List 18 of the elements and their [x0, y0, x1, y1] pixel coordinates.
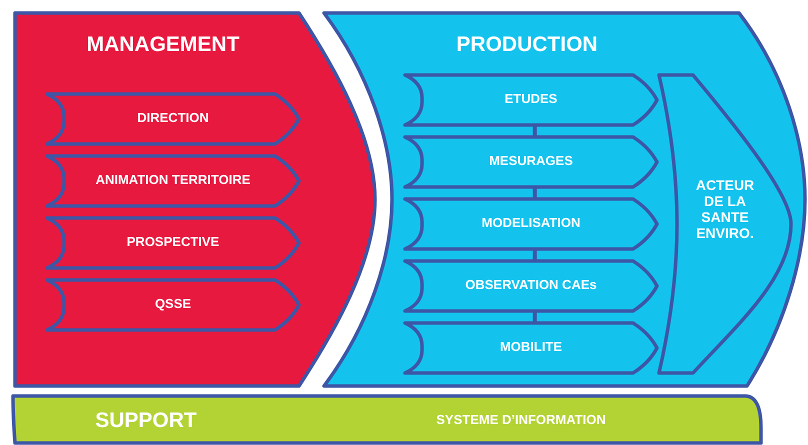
process-label: ETUDES	[504, 92, 558, 107]
panel-title: MANAGEMENT	[86, 33, 240, 58]
connector-line	[532, 126, 537, 136]
band-title: SUPPORT	[94, 409, 198, 434]
connector-line	[532, 250, 537, 260]
process-label: DIRECTION	[136, 111, 210, 126]
process-label: PROSPECTIVE	[126, 235, 220, 250]
process-label: ANIMATION TERRITOIRE	[94, 173, 252, 188]
process-label: MODELISATION	[480, 216, 582, 231]
process-label: OBSERVATION CAEs	[464, 278, 598, 293]
connector-line	[532, 312, 537, 322]
panel-title: PRODUCTION	[455, 33, 599, 58]
process-label: MESURAGES	[488, 154, 574, 169]
band-label: SYSTEME D’INFORMATION	[435, 413, 607, 428]
process-label: QSSE	[154, 297, 192, 312]
connector-line	[532, 188, 537, 198]
process-label: MOBILITE	[498, 340, 564, 355]
outcome-label: ACTEUR DE LA SANTE ENVIRO.	[694, 177, 756, 242]
